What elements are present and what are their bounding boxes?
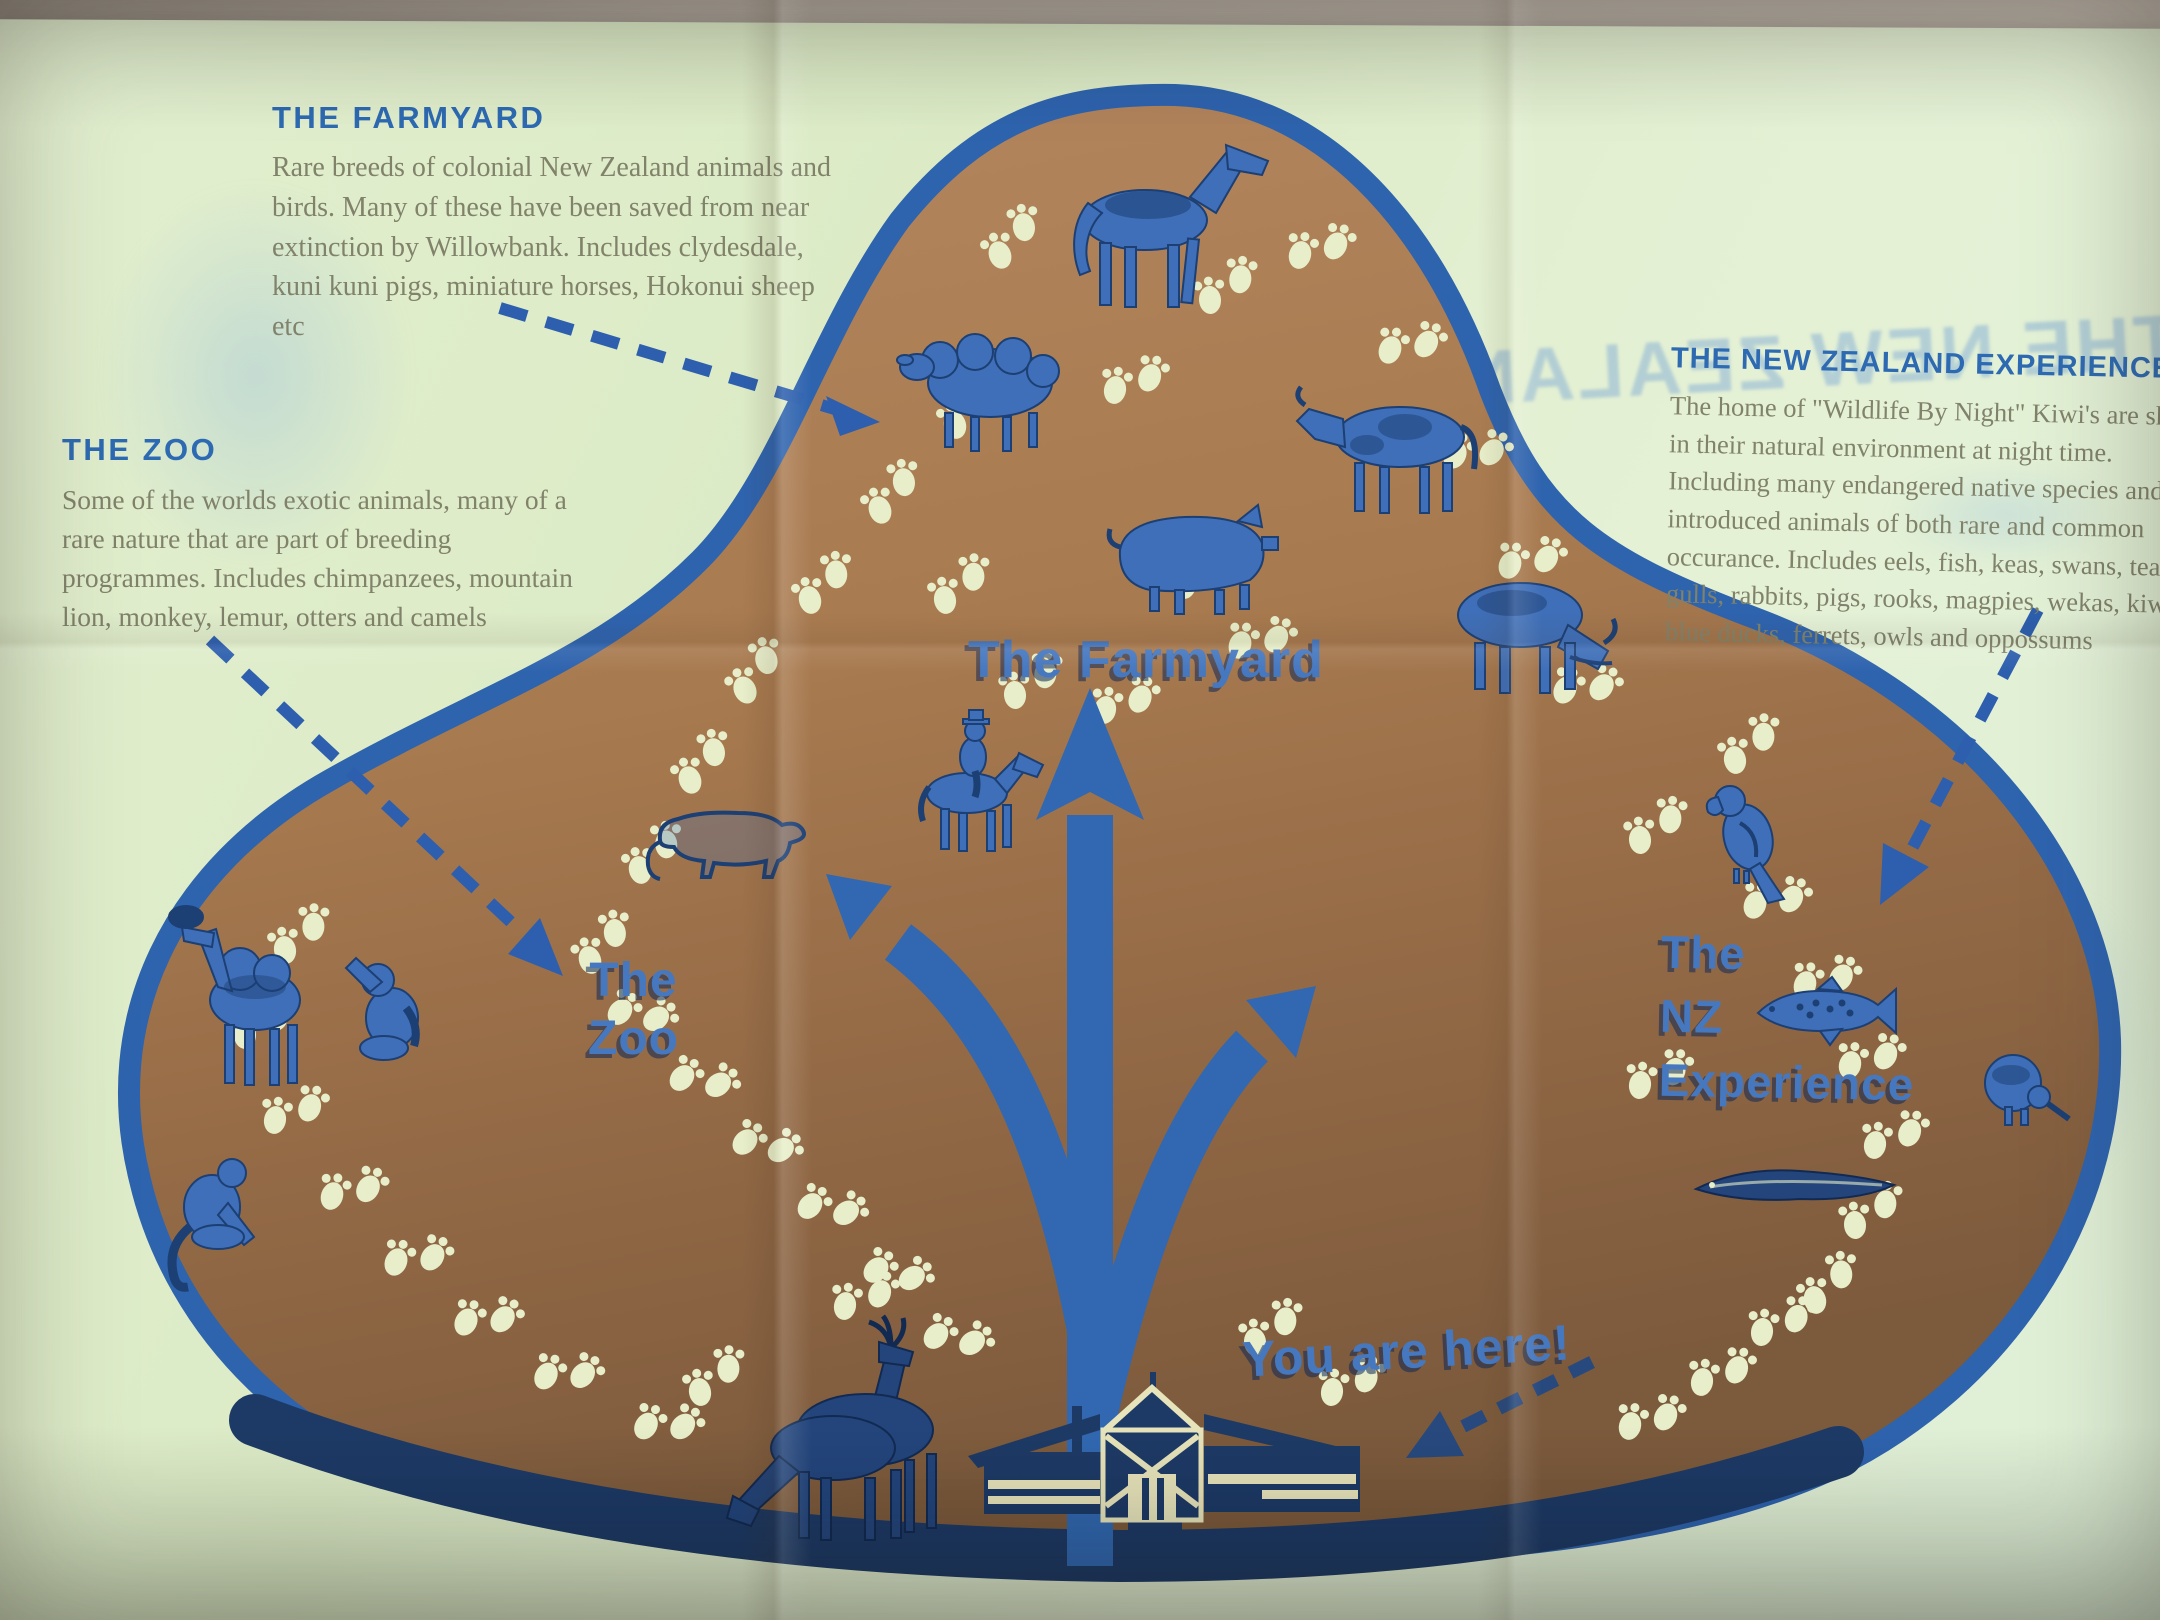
callout-zoo-body: Some of the worlds exotic animals, many … [62, 484, 573, 633]
park-bottom-band [229, 1394, 1864, 1583]
route-arrowhead-nz [1246, 986, 1316, 1058]
kiwi-icon [1975, 1045, 2071, 1130]
route-arrowhead-zoo [826, 874, 892, 940]
map-label-nz-experience: The NZ Experience [1658, 920, 1917, 1116]
camel-icon [168, 905, 320, 1095]
callout-arrowhead-farmyard [826, 396, 880, 436]
horse-icon [1030, 135, 1280, 315]
map-label-nz-line1: The [1660, 925, 1747, 980]
monkey-icon [160, 1145, 270, 1292]
callout-nz-body: The home of "Wildlife By Night" Kiwi's a… [1664, 390, 2160, 655]
trout-icon [1750, 975, 1900, 1047]
highland-cattle-icon [1420, 555, 1640, 705]
map-label-zoo-line1: The [589, 954, 678, 1007]
callout-farmyard-heading: THE FARMYARD [272, 100, 546, 135]
horse-rider-icon [895, 705, 1045, 855]
pig-icon [1090, 495, 1290, 615]
chimpanzee-icon [340, 950, 435, 1065]
map-label-zoo: The Zoo [588, 952, 679, 1068]
deer-icon [715, 1314, 975, 1550]
map-label-nz-line2: NZ [1659, 989, 1724, 1043]
route-arrowhead-farmyard [1036, 688, 1144, 820]
map-label-zoo-line2: Zoo [588, 1012, 679, 1065]
sheep-icon [885, 325, 1085, 460]
callout-nz-experience: THE NEW ZEALAND EXPERIENCE The home of "… [1665, 342, 2160, 662]
kea-icon [1700, 775, 1795, 905]
eel-icon [1690, 1155, 1900, 1215]
callout-arrows [205, 302, 2044, 1458]
mountain-lion-icon [630, 785, 820, 885]
callout-farmyard: THE FARMYARD Rare breeds of colonial New… [272, 100, 847, 347]
cow-icon [1285, 375, 1495, 525]
map-label-farmyard: The Farmyard [968, 631, 1324, 689]
map-label-nz-line3: Experience [1658, 1053, 1915, 1111]
callout-zoo-heading: THE ZOO [62, 432, 218, 467]
route-arrows [826, 688, 1316, 1566]
callout-arrowhead-you-are-here [1406, 1411, 1464, 1458]
entrance-building-icon [968, 1372, 1360, 1566]
callout-zoo: THE ZOO Some of the worlds exotic animal… [62, 432, 584, 636]
callout-arrowhead-nz [1880, 843, 1929, 905]
callout-arrowhead-zoo [508, 918, 563, 976]
callout-farmyard-body: Rare breeds of colonial New Zealand anim… [272, 152, 832, 342]
